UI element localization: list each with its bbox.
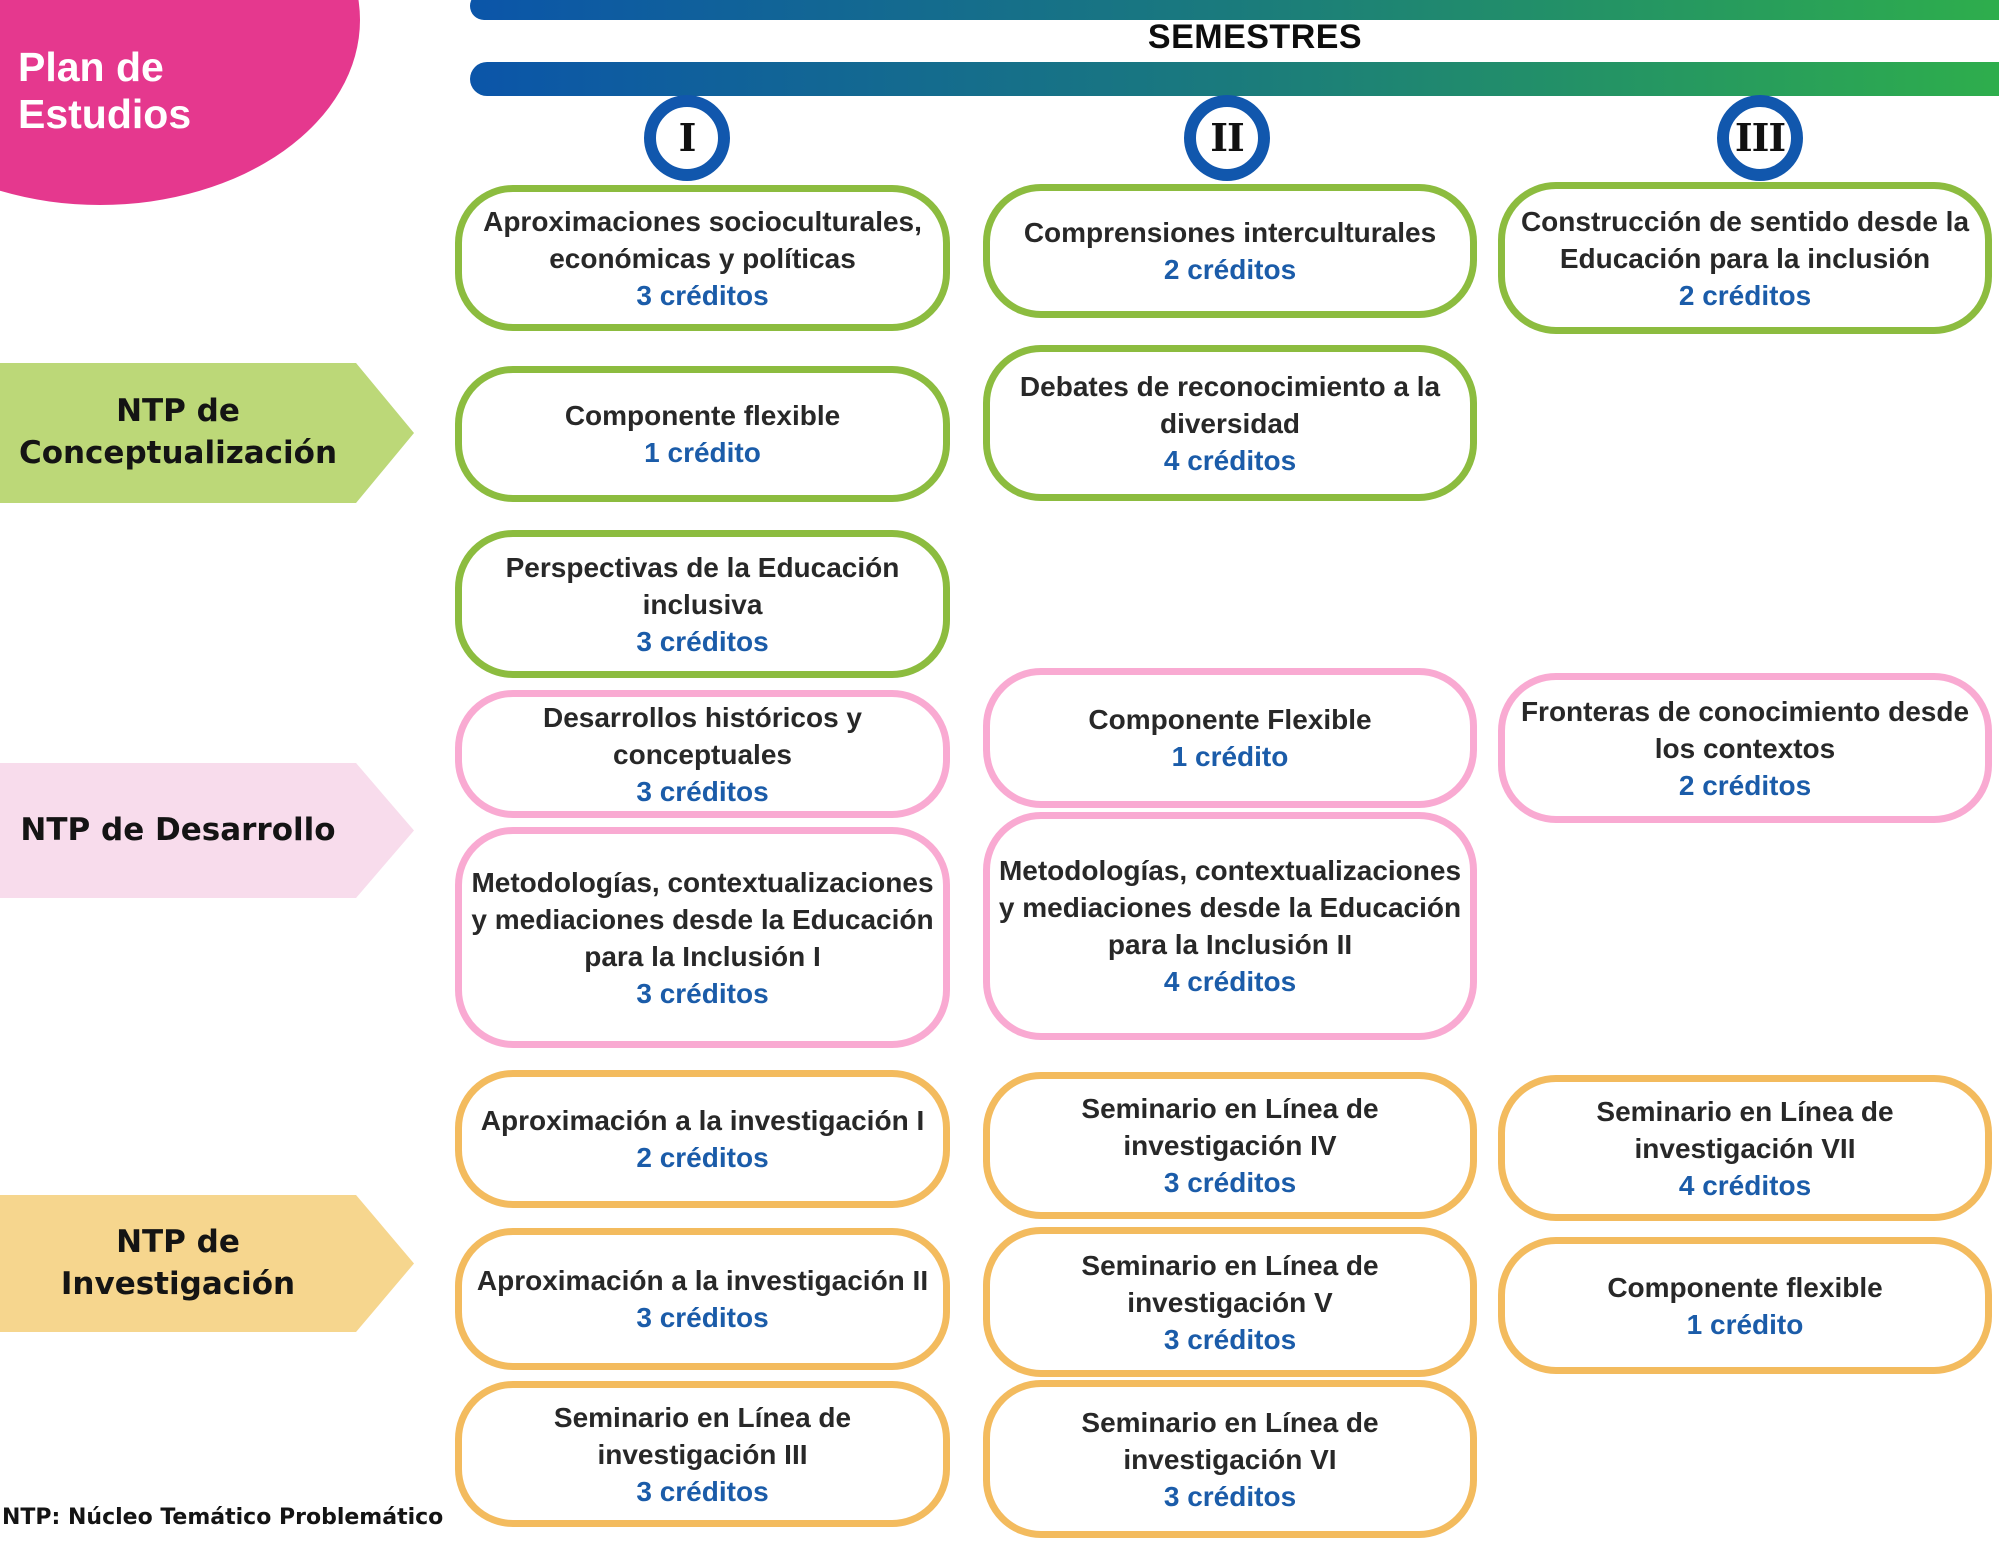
ntp-desarrollo-banner: NTP de Desarrollo [0, 763, 414, 898]
course-credits: 2 créditos [1678, 769, 1812, 801]
ntp-investigacion-banner: NTP de Investigación [0, 1195, 414, 1332]
course-credits: 4 créditos [1678, 1169, 1812, 1201]
course-credits: 3 créditos [1163, 1167, 1297, 1198]
course-credits: 3 créditos [1163, 1480, 1297, 1512]
course-title: Seminario en Línea de investigación IV [1081, 1093, 1379, 1161]
course-credits: 3 créditos [636, 977, 769, 1009]
course-credits: 3 créditos [636, 1302, 769, 1333]
course-title: Seminario en Línea de investigación VI [1081, 1406, 1379, 1475]
course-card: Componente Flexible 1 crédito [983, 668, 1477, 808]
page-title: Plan de Estudios [18, 44, 192, 137]
course-title: Componente Flexible [1088, 704, 1372, 735]
course-card: Componente flexible 1 crédito [455, 366, 950, 502]
course-credits: 2 créditos [1678, 279, 1812, 311]
course-card: Debates de reconocimiento a la diversida… [983, 345, 1477, 501]
course-title: Comprensiones interculturales [1023, 217, 1437, 248]
course-credits: 4 créditos [1163, 966, 1297, 997]
course-card: Seminario en Línea de investigación VI 3… [983, 1380, 1477, 1538]
course-credits: 1 crédito [1171, 741, 1289, 772]
course-credits: 3 créditos [636, 625, 769, 657]
ntp-desarrollo-label: NTP de Desarrollo [20, 811, 336, 848]
semester-badge-3: III [1717, 95, 1803, 181]
header-gradient-bar-bottom [470, 62, 1999, 96]
course-credits: 2 créditos [1163, 254, 1297, 285]
course-card: Seminario en Línea de investigación III … [455, 1381, 950, 1527]
course-credits: 4 créditos [1163, 444, 1297, 476]
course-title: Seminario en Línea de investigación VII [1596, 1095, 1894, 1164]
course-card: Aproximación a la investigación II 3 cré… [455, 1228, 950, 1370]
course-title: Debates de reconocimiento a la diversida… [1019, 370, 1441, 439]
course-credits: 3 créditos [636, 775, 769, 807]
course-title: Fronteras de conocimiento desde los cont… [1520, 695, 1970, 764]
course-credits: 3 créditos [1163, 1323, 1297, 1355]
course-title: Componente flexible [1607, 1271, 1883, 1303]
course-card: Metodologías, contextualizaciones y medi… [983, 812, 1477, 1040]
semester-badge-1: I [644, 95, 730, 181]
course-card: Aproximación a la investigación I 2 créd… [455, 1070, 950, 1208]
course-title: Metodologías, contextualizaciones y medi… [998, 855, 1462, 960]
course-title: Aproximación a la investigación II [476, 1265, 929, 1296]
course-card: Componente flexible 1 crédito [1498, 1237, 1992, 1374]
course-title: Aproximaciones socioculturales, económic… [483, 205, 922, 274]
header-gradient-bar-top [470, 0, 1999, 20]
course-card: Aproximaciones socioculturales, económic… [455, 185, 950, 331]
ntp-investigacion-label: NTP de Investigación [60, 1223, 296, 1302]
course-card: Seminario en Línea de investigación V 3 … [983, 1227, 1477, 1377]
semester-badge-2: II [1184, 95, 1270, 181]
course-title: Construcción de sentido desde la Educaci… [1520, 205, 1970, 274]
ntp-conceptualizacion-label: NTP de Conceptualización [18, 393, 338, 471]
course-title: Aproximación a la investigación I [480, 1105, 925, 1136]
course-credits: 1 crédito [644, 437, 761, 468]
course-card: Comprensiones interculturales 2 créditos [983, 184, 1477, 318]
ntp-conceptualizacion-banner: NTP de Conceptualización [0, 363, 414, 503]
course-card: Fronteras de conocimiento desde los cont… [1498, 673, 1992, 823]
course-card: Desarrollos históricos y conceptuales 3 … [455, 690, 950, 818]
course-credits: 1 crédito [1686, 1308, 1804, 1340]
course-card: Metodologías, contextualizaciones y medi… [455, 827, 950, 1048]
course-title: Metodologías, contextualizaciones y medi… [471, 866, 934, 972]
semesters-heading: SEMESTRES [1147, 18, 1363, 56]
course-card: Seminario en Línea de investigación IV 3… [983, 1072, 1477, 1219]
course-credits: 2 créditos [636, 1142, 769, 1173]
course-card: Construcción de sentido desde la Educaci… [1498, 182, 1992, 334]
course-credits: 3 créditos [636, 1475, 769, 1507]
course-credits: 3 créditos [636, 279, 769, 311]
course-title: Seminario en Línea de investigación V [1081, 1249, 1379, 1318]
course-title: Componente flexible [564, 400, 841, 431]
course-title: Desarrollos históricos y conceptuales [542, 701, 862, 770]
course-card: Seminario en Línea de investigación VII … [1498, 1075, 1992, 1221]
course-title: Seminario en Línea de investigación III [553, 1401, 852, 1470]
ntp-footnote: NTP: Núcleo Temático Problemático [2, 1505, 444, 1530]
course-title: Perspectivas de la Educación inclusiva [505, 551, 900, 620]
course-card: Perspectivas de la Educación inclusiva 3… [455, 530, 950, 678]
